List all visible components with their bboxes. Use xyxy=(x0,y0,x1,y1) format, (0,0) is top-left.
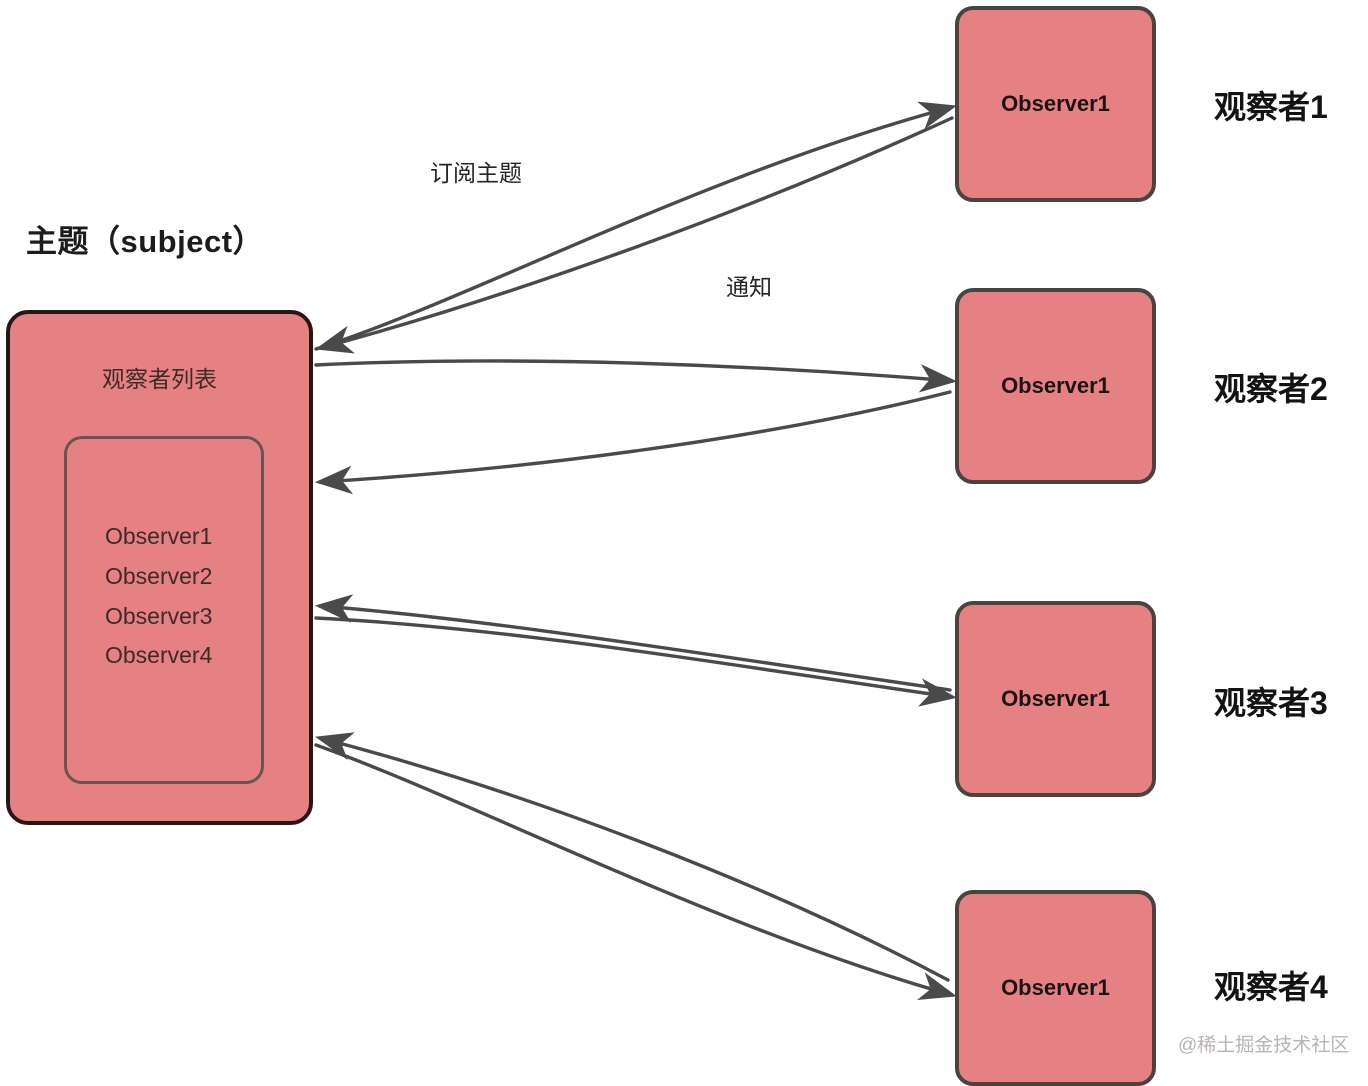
edge-notify-observer3 xyxy=(314,594,952,692)
observer-node-4[interactable]: Observer1 xyxy=(955,890,1156,1086)
watermark: @稀土掘金技术社区 xyxy=(1178,1035,1350,1056)
edge-notify-observer2 xyxy=(314,390,952,495)
list-item: Observer4 xyxy=(105,642,213,669)
observer-node-1[interactable]: Observer1 xyxy=(955,6,1156,202)
edge-notify-observer1 xyxy=(315,116,954,354)
observer-list-heading: 观察者列表 xyxy=(102,366,217,392)
edge-subscribe-observer3 xyxy=(314,616,958,707)
edge-label-notify: 通知 xyxy=(726,274,772,300)
list-item: Observer3 xyxy=(105,602,213,629)
subject-box[interactable]: 观察者列表 Observer1 Observer2 Observer3 Obse… xyxy=(6,310,313,825)
observer-node-2-label: Observer1 xyxy=(1001,373,1110,398)
observer-caption-2: 观察者2 xyxy=(1214,371,1328,407)
observer-node-3-label: Observer1 xyxy=(1001,686,1110,711)
edge-notify-observer4 xyxy=(315,732,950,982)
list-item: Observer2 xyxy=(105,562,213,589)
edge-subscribe-observer2 xyxy=(314,359,958,393)
observer-caption-4: 观察者4 xyxy=(1214,969,1328,1005)
edge-subscribe-observer1 xyxy=(314,101,957,351)
observer-node-1-label: Observer1 xyxy=(1001,91,1110,116)
observer-node-4-label: Observer1 xyxy=(1001,975,1110,1000)
edge-label-subscribe: 订阅主题 xyxy=(430,160,522,186)
list-item: Observer1 xyxy=(105,523,213,549)
edge-subscribe-observer4 xyxy=(314,743,957,1001)
subject-title: 主题（subject） xyxy=(26,224,265,259)
observer-node-2[interactable]: Observer1 xyxy=(955,288,1156,484)
observer-caption-3: 观察者3 xyxy=(1214,685,1328,721)
observer-list: Observer1 Observer2 Observer3 Observer4 xyxy=(105,524,212,668)
observer-list-container[interactable]: Observer1 Observer2 Observer3 Observer4 xyxy=(64,436,264,784)
observer-node-3[interactable]: Observer1 xyxy=(955,601,1156,797)
observer-caption-1: 观察者1 xyxy=(1214,89,1328,125)
